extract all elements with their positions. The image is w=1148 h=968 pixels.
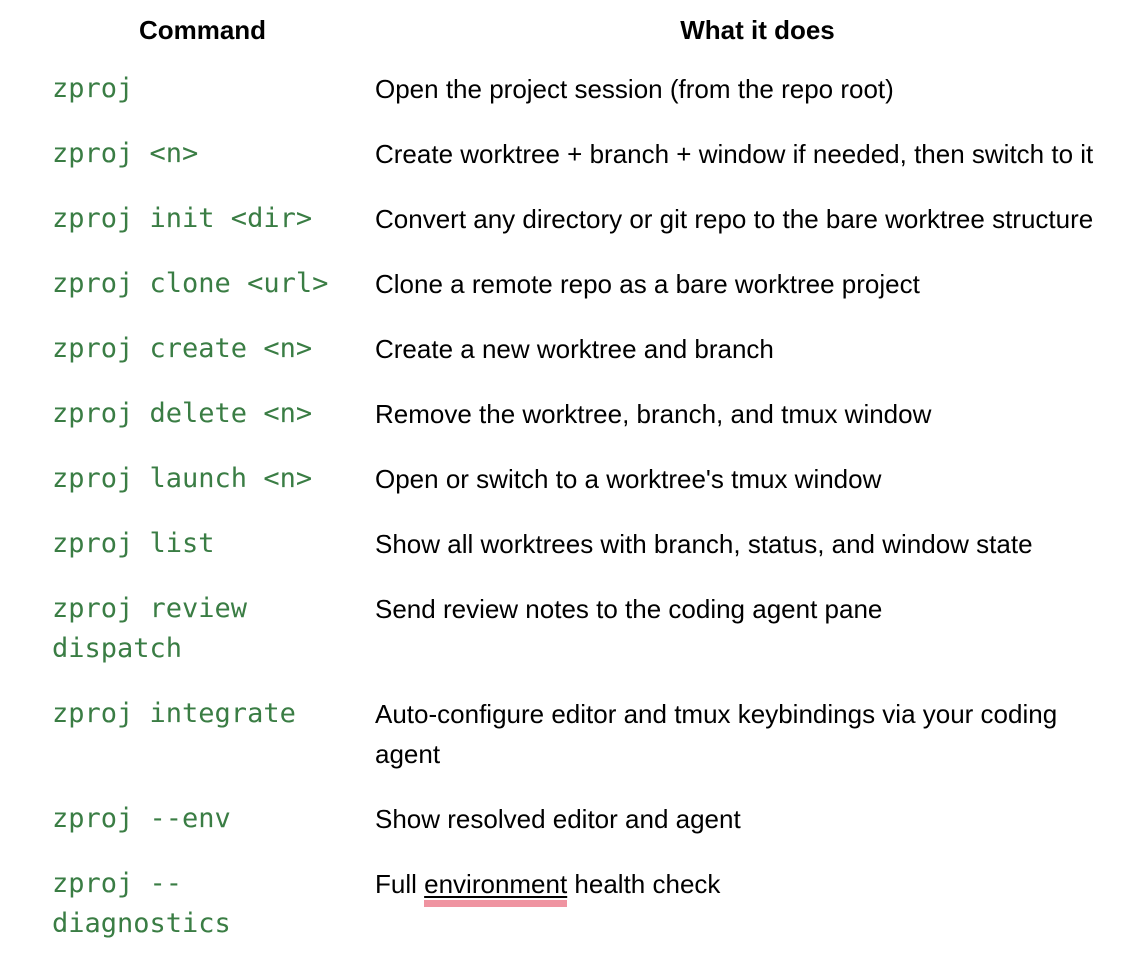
description-cell: Create worktree + branch + window if nee… xyxy=(353,132,1148,197)
command-cell: zproj launch <n> xyxy=(30,457,353,522)
command-cell: zproj review dispatch xyxy=(30,587,353,692)
description-text: Show all worktrees with branch, status, … xyxy=(375,529,1033,559)
description-text: Remove the worktree, branch, and tmux wi… xyxy=(375,399,932,429)
command-text: zproj list xyxy=(52,528,215,559)
command-cell: zproj list xyxy=(30,522,353,587)
description-text: Full environment health check xyxy=(375,864,1110,907)
command-text: zproj xyxy=(52,73,134,104)
command-cell: zproj <n> xyxy=(30,132,353,197)
description-cell: Show all worktrees with branch, status, … xyxy=(353,522,1148,587)
description-cell: Full environment health check xyxy=(353,862,1148,967)
description-text: Auto-configure editor and tmux keybindin… xyxy=(375,699,1058,769)
description-cell: Create a new worktree and branch xyxy=(353,327,1148,392)
description-cell: Clone a remote repo as a bare worktree p… xyxy=(353,262,1148,327)
description-text: Open the project session (from the repo … xyxy=(375,74,894,104)
description-cell: Remove the worktree, branch, and tmux wi… xyxy=(353,392,1148,457)
description-text: Create worktree + branch + window if nee… xyxy=(375,139,1094,169)
command-cell: zproj clone <url> xyxy=(30,262,353,327)
column-header-command: Command xyxy=(138,15,267,45)
description-cell: Convert any directory or git repo to the… xyxy=(353,197,1148,262)
command-text: zproj --diagnostics xyxy=(52,868,231,939)
command-text: zproj <n> xyxy=(52,138,199,169)
command-text: zproj review dispatch xyxy=(52,593,248,664)
description-cell: Send review notes to the coding agent pa… xyxy=(353,587,1148,692)
description-cell: Show resolved editor and agent xyxy=(353,797,1148,862)
command-text: zproj clone <url> xyxy=(52,268,329,299)
description-text: Send review notes to the coding agent pa… xyxy=(375,594,883,624)
command-cell: zproj --env xyxy=(30,797,353,862)
description-text: Show resolved editor and agent xyxy=(375,804,741,834)
command-cell: zproj init <dir> xyxy=(30,197,353,262)
description-text: Open or switch to a worktree's tmux wind… xyxy=(375,464,882,494)
command-text: zproj init <dir> xyxy=(52,203,313,234)
description-cell: Open the project session (from the repo … xyxy=(353,67,1148,132)
column-header-what-it-does: What it does xyxy=(680,15,835,45)
command-cell: zproj create <n> xyxy=(30,327,353,392)
command-text: zproj launch <n> xyxy=(52,463,313,494)
command-text: zproj create <n> xyxy=(52,333,313,364)
command-text: zproj integrate xyxy=(52,698,296,729)
description-cell: Open or switch to a worktree's tmux wind… xyxy=(353,457,1148,522)
command-text: zproj delete <n> xyxy=(52,398,313,429)
description-text: Convert any directory or git repo to the… xyxy=(375,204,1094,234)
command-reference-table: Command What it does zproj Open the proj… xyxy=(30,0,1148,967)
command-text: zproj --env xyxy=(52,803,231,834)
command-cell: zproj delete <n> xyxy=(30,392,353,457)
spellcheck-underlined-word: environment xyxy=(424,869,568,907)
description-cell: Auto-configure editor and tmux keybindin… xyxy=(353,692,1148,797)
command-cell: zproj --diagnostics xyxy=(30,862,353,967)
command-cell: zproj xyxy=(30,67,353,132)
command-cell: zproj integrate xyxy=(30,692,353,797)
description-text: Create a new worktree and branch xyxy=(375,334,774,364)
description-text: Clone a remote repo as a bare worktree p… xyxy=(375,269,920,299)
